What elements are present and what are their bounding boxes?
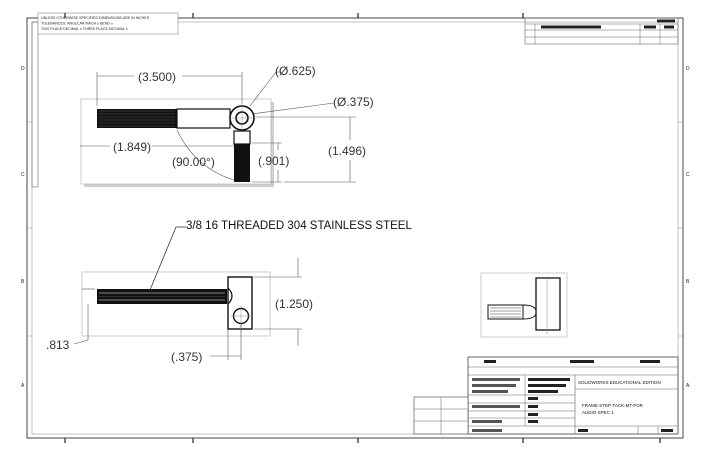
dim-hole-offset: (.375) xyxy=(171,350,202,364)
zone-letters: D C B A D C B A xyxy=(21,66,690,389)
side-view xyxy=(480,272,568,338)
general-note-line-2: TOLERANCES: ANGULAR MACH ± BEND ± xyxy=(41,22,113,26)
dim-thread-dia: .813 xyxy=(46,338,70,352)
front-view: 3/8 16 THREADED 304 STAINLESS STEEL (1.2… xyxy=(46,220,412,364)
dim-dia-inner: (Ø.375) xyxy=(333,95,374,109)
top-view: (3.500) (Ø.625) (Ø.375) (1.849) (90.00°)… xyxy=(80,64,374,187)
zone-letter-left-2: C xyxy=(21,172,25,178)
general-note-line-3: TWO PLACE DECIMAL ± THREE PLACE DECIMAL … xyxy=(41,27,128,31)
revision-table xyxy=(524,17,679,45)
dim-front-height: (1.250) xyxy=(275,297,313,311)
rod-shank xyxy=(176,108,231,129)
zone-letter-right-1: D xyxy=(686,66,690,72)
dim-dia-outer: (Ø.625) xyxy=(275,64,316,78)
zone-ticks xyxy=(64,13,661,443)
zone-letter-left-1: D xyxy=(21,66,25,72)
general-notes-block: UNLESS OTHERWISE SPECIFIED DIMENSIONS AR… xyxy=(37,12,179,35)
title-block: SOLIDWORKS EDUCATIONAL EDITION FRAME-STE… xyxy=(413,356,679,435)
zone-letter-right-3: B xyxy=(686,279,690,285)
dim-height: (1.496) xyxy=(328,144,366,158)
zone-side-ticks xyxy=(27,121,683,337)
threaded-rod xyxy=(97,109,177,128)
vertical-leg-thread xyxy=(234,144,250,182)
dim-leg: (.901) xyxy=(258,154,289,168)
general-note-line-1: UNLESS OTHERWISE SPECIFIED DIMENSIONS AR… xyxy=(41,16,150,20)
zone-letter-right-2: C xyxy=(686,172,690,178)
dim-length: (3.500) xyxy=(138,70,176,84)
left-margin-strip xyxy=(31,21,39,188)
title-line-1: FRAME-STEP-TACK-MT-FOR xyxy=(582,403,644,408)
material-note: 3/8 16 THREADED 304 STAINLESS STEEL xyxy=(186,220,412,232)
zone-letter-left-4: A xyxy=(21,383,25,389)
dim-angle: (90.00°) xyxy=(172,155,215,169)
zone-letter-left-3: B xyxy=(21,279,25,285)
title-line-2: AUDIO-SPEC 1 xyxy=(582,410,614,415)
company-name: SOLIDWORKS EDUCATIONAL EDITION xyxy=(578,380,661,385)
zone-letter-right-4: A xyxy=(686,383,690,389)
dim-offset: (1.849) xyxy=(113,140,151,154)
